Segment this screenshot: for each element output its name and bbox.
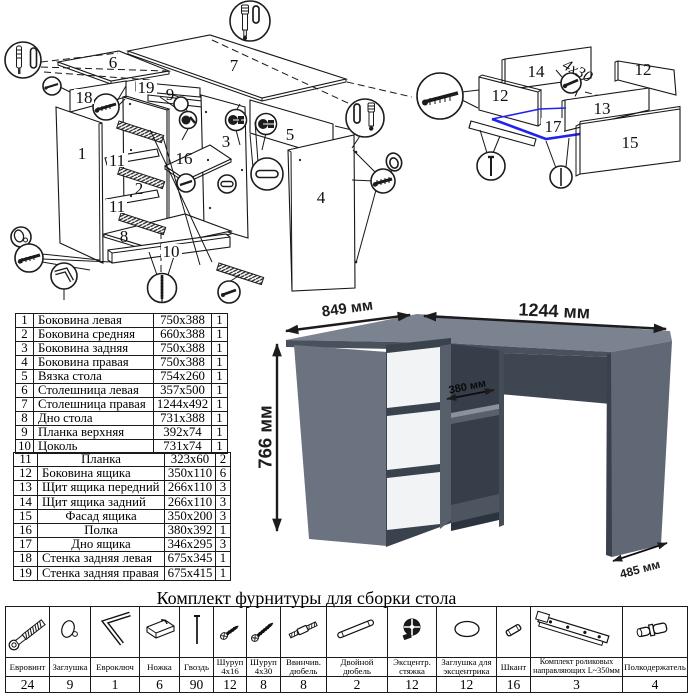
svg-text:5: 5 <box>286 125 295 144</box>
svg-text:3: 3 <box>222 132 231 151</box>
svg-text:2: 2 <box>135 179 144 198</box>
svg-text:485 мм: 485 мм <box>618 557 661 581</box>
svg-text:13: 13 <box>594 99 611 118</box>
svg-text:10: 10 <box>163 242 180 261</box>
svg-text:11: 11 <box>109 151 125 170</box>
svg-text:14: 14 <box>528 62 546 81</box>
svg-text:9: 9 <box>166 85 175 104</box>
svg-text:6: 6 <box>109 53 118 72</box>
svg-text:7: 7 <box>230 56 239 75</box>
svg-text:16: 16 <box>176 149 193 168</box>
svg-text:8: 8 <box>120 227 129 246</box>
svg-text:12: 12 <box>492 86 509 105</box>
svg-text:17: 17 <box>545 117 563 136</box>
svg-text:4: 4 <box>317 188 326 207</box>
svg-text:1244 мм: 1244 мм <box>518 299 590 322</box>
svg-text:766 мм: 766 мм <box>255 405 276 468</box>
svg-text:12: 12 <box>635 60 652 79</box>
svg-text:18: 18 <box>76 88 93 107</box>
svg-text:849 мм: 849 мм <box>321 297 374 321</box>
svg-text:19: 19 <box>138 78 155 97</box>
svg-text:11: 11 <box>109 197 125 216</box>
svg-text:1: 1 <box>78 144 87 163</box>
svg-text:15: 15 <box>622 133 639 152</box>
